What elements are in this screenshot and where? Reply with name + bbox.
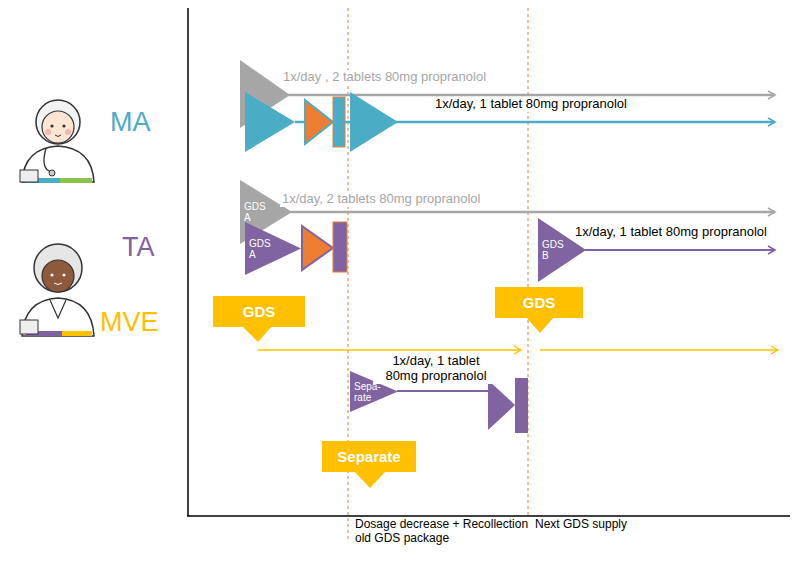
timeline-arrow — [290, 211, 775, 214]
prescription-marker — [245, 92, 295, 152]
stop-bar — [333, 97, 345, 147]
dosage-label: 1x/day, 1 tablet 80mg propranolol — [573, 225, 769, 240]
role-label: TA — [120, 232, 157, 263]
y-axis — [187, 8, 189, 516]
dosage-label: 1x/day, 2 tablets 80mg propranolol — [280, 192, 483, 207]
event-callout: GDS — [213, 296, 305, 327]
timeline-arrow — [540, 349, 778, 350]
node-text: GDS — [243, 303, 276, 320]
event-line — [528, 8, 529, 530]
callout-pointer — [526, 317, 554, 333]
node-text: GDS — [523, 294, 556, 311]
timeline-arrow — [585, 249, 775, 251]
role-label: MVE — [98, 307, 161, 338]
callout-pointer — [242, 326, 272, 342]
role-label: MA — [108, 107, 153, 138]
dosage-label: 1x/day, 1 tablet 80mg propranolol — [433, 97, 629, 112]
axis-note: Dosage decrease + Recollection old GDS p… — [353, 518, 537, 546]
timeline-arrow — [258, 349, 521, 350]
stop-bar — [515, 378, 528, 433]
triangle-fill — [245, 222, 301, 275]
pharmacist-icon — [20, 244, 94, 336]
node-text: Separate — [337, 448, 400, 465]
dosage-label: 1x/day , 2 tablets 80mg propranolol — [281, 70, 488, 85]
axis-note: Next GDS supply — [533, 518, 629, 532]
stop-bar — [333, 222, 347, 272]
timeline-line — [397, 390, 490, 392]
callout-pointer — [354, 471, 386, 488]
event-callout: GDS — [495, 287, 583, 318]
stop-marker — [488, 380, 515, 430]
x-axis — [187, 515, 790, 517]
doctor-icon — [20, 100, 94, 183]
dosage-label: 1x/day, 1 tablet 80mg propranolol — [373, 354, 499, 384]
node-text: GDS A — [249, 222, 273, 275]
stop-marker — [305, 100, 333, 144]
prescription-marker — [350, 92, 398, 152]
node-text: GDS B — [542, 218, 566, 282]
event-callout: Separate — [322, 441, 416, 472]
gds-marker: GDS A — [245, 222, 301, 275]
timeline-arrow — [288, 94, 775, 97]
stop-marker — [302, 226, 333, 270]
